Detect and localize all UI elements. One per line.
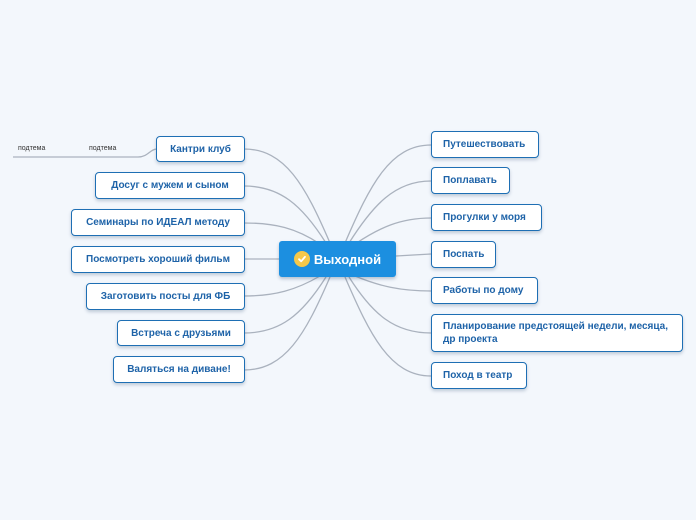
central-topic[interactable]: Выходной: [279, 241, 396, 277]
topic-theatre[interactable]: Поход в театр: [431, 362, 527, 389]
topic-meet-friends[interactable]: Встреча с друзьями: [117, 320, 245, 346]
topic-sleep[interactable]: Поспать: [431, 241, 496, 268]
topic-housework[interactable]: Работы по дому: [431, 277, 538, 304]
topic-watch-film[interactable]: Посмотреть хороший фильм: [71, 246, 245, 273]
topic-planning[interactable]: Планирование предстоящей недели, месяца,…: [431, 314, 683, 352]
subtopic-label[interactable]: подтема: [18, 145, 46, 152]
topic-travel[interactable]: Путешествовать: [431, 131, 539, 158]
topic-ideal-seminars[interactable]: Семинары по ИДЕАЛ методу: [71, 209, 245, 236]
topic-sea-walks[interactable]: Прогулки у моря: [431, 204, 542, 231]
topic-swim[interactable]: Поплавать: [431, 167, 510, 194]
subtopic-label[interactable]: подтема: [89, 145, 117, 152]
checkmark-icon: [293, 251, 310, 267]
topic-country-club[interactable]: Кантри клуб: [156, 136, 245, 162]
central-topic-label: Выходной: [313, 251, 382, 267]
topic-leisure-family[interactable]: Досуг с мужем и сыном: [95, 172, 245, 199]
topic-lie-on-sofa[interactable]: Валяться на диване!: [113, 356, 245, 383]
topic-fb-posts[interactable]: Заготовить посты для ФБ: [86, 283, 245, 310]
